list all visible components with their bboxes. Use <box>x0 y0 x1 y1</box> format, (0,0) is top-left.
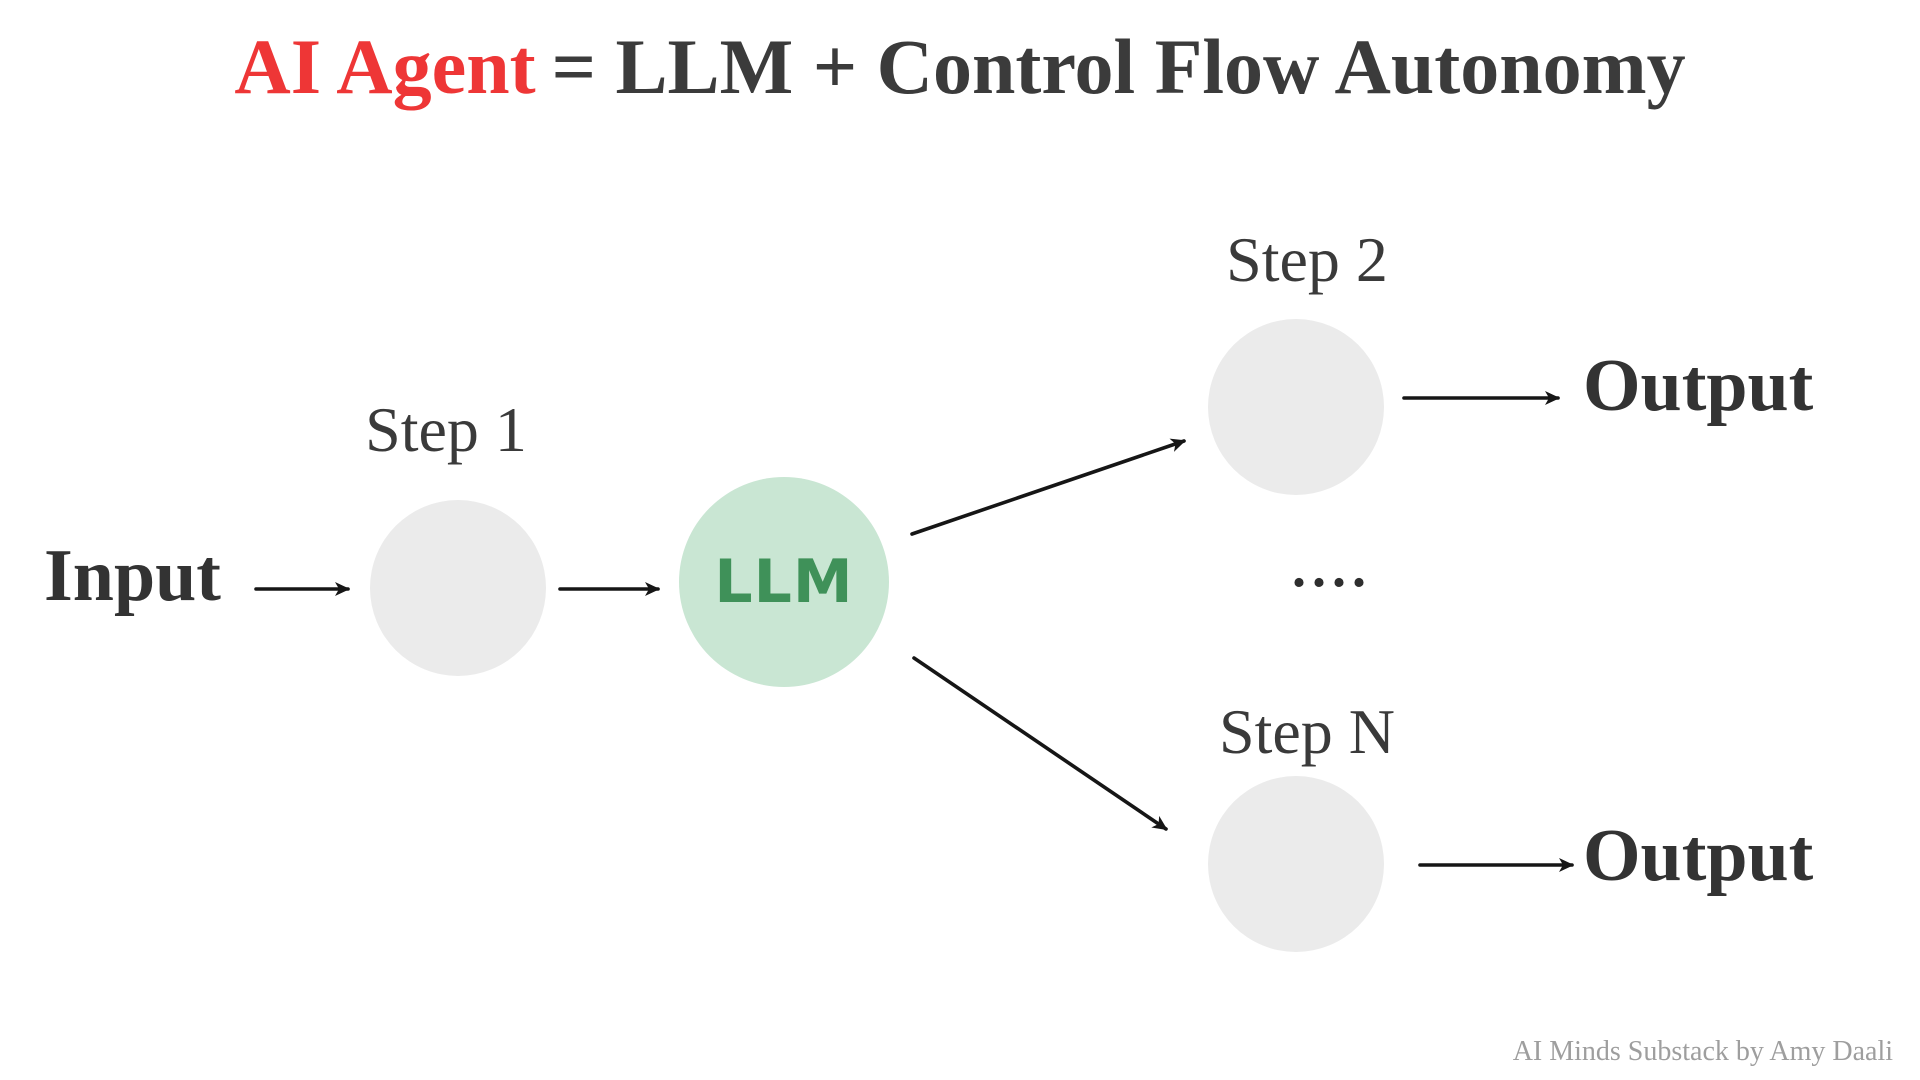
page-title: AI Agent= LLM + Control Flow Autonomy <box>0 22 1920 112</box>
step2-label: Step 2 <box>1226 224 1388 295</box>
llm-node: LLM <box>679 477 889 687</box>
output-label-top: Output <box>1583 345 1814 427</box>
input-label: Input <box>44 535 221 617</box>
output-label-bottom: Output <box>1583 815 1814 897</box>
step2-node <box>1208 319 1384 495</box>
footer-credit: AI Minds Substack by Amy Daali <box>1512 1036 1893 1067</box>
stepN-label: Step N <box>1219 696 1395 767</box>
stepN-node <box>1208 776 1384 952</box>
llm-label: LLM <box>714 547 854 617</box>
step1-node <box>370 500 546 676</box>
arrow-llm-to-step2 <box>910 438 1186 536</box>
title-rest: = LLM + Control Flow Autonomy <box>551 23 1686 110</box>
branch-ellipsis: .... <box>1292 537 1372 599</box>
arrow-llm-to-stepN <box>912 656 1168 831</box>
title-highlight: AI Agent <box>234 23 536 110</box>
step1-label: Step 1 <box>365 394 527 465</box>
